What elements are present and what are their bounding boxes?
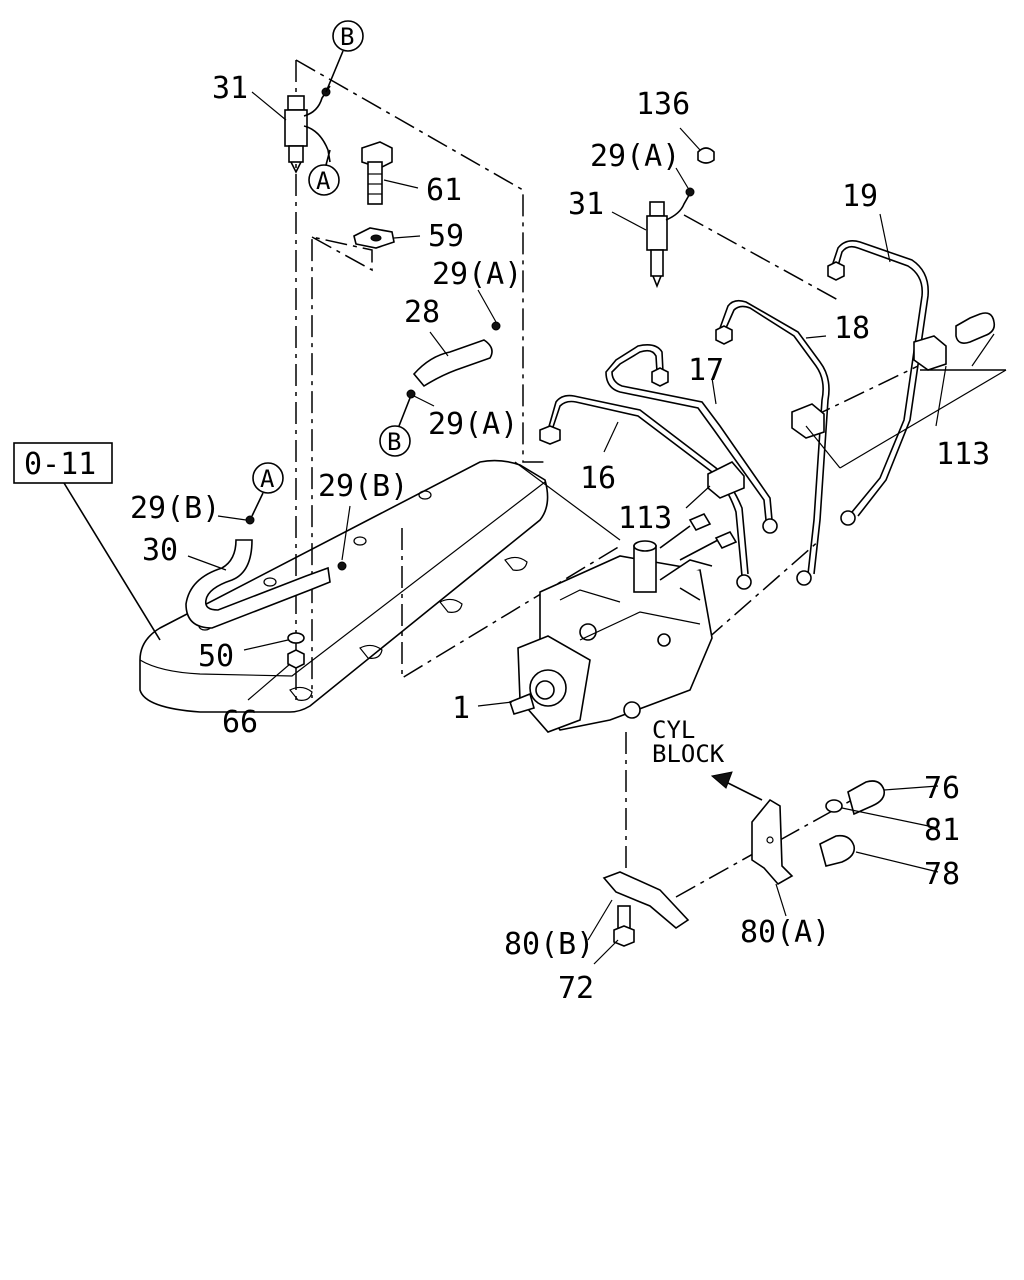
label-19: 19 — [842, 179, 878, 214]
label-66: 66 — [222, 705, 258, 740]
label-31-right: 31 — [568, 187, 604, 222]
cyl-block-direction: CYL BLOCK — [652, 716, 763, 801]
injector-nozzle-left — [284, 85, 331, 174]
bolt-72 — [613, 905, 635, 947]
washer-81 — [825, 799, 843, 813]
label-29a-hose-bottom: 29(A) — [428, 407, 518, 442]
label-80a: 80(A) — [740, 915, 830, 950]
connector-a-top: A — [316, 167, 331, 195]
connector-b-hose: B — [387, 428, 401, 456]
injection-pump — [509, 512, 738, 733]
label-80b: 80(B) — [504, 927, 594, 962]
label-76: 76 — [924, 771, 960, 806]
label-113-mid: 113 — [618, 501, 672, 536]
injection-pipes — [539, 240, 929, 590]
label-29b-mid: 29(B) — [318, 469, 408, 504]
leak-off-hose-28 — [406, 321, 501, 399]
label-61: 61 — [426, 173, 462, 208]
reference-box-label: 0-11 — [24, 447, 96, 482]
clamp-59 — [353, 227, 395, 249]
assembly-lines — [295, 59, 919, 898]
label-29a-right: 29(A) — [590, 139, 680, 174]
label-136: 136 — [636, 87, 690, 122]
label-1: 1 — [452, 691, 470, 726]
label-113-right: 113 — [936, 437, 990, 472]
connector-markers: B A B A — [251, 20, 411, 517]
pump-bracket-80b — [602, 871, 690, 929]
bolt-78 — [819, 834, 856, 867]
label-29a-hose-top: 29(A) — [432, 257, 522, 292]
label-28: 28 — [404, 295, 440, 330]
connector-a-leak: A — [260, 465, 275, 493]
label-16: 16 — [580, 461, 616, 496]
label-17: 17 — [688, 353, 724, 388]
bolt-76 — [847, 780, 886, 816]
label-18: 18 — [834, 311, 870, 346]
leader-lines — [187, 91, 1007, 965]
callout-labels: 31 61 59 29(A) 28 29(A) 136 29(A) 31 19 … — [130, 71, 990, 1006]
label-81: 81 — [924, 813, 960, 848]
leak-off-hose-30 — [185, 515, 347, 669]
reference-box: 0-11 — [13, 442, 161, 641]
label-78: 78 — [924, 857, 960, 892]
label-31-left: 31 — [212, 71, 248, 106]
pump-bracket-80a — [751, 798, 794, 886]
injector-nozzle-right — [646, 147, 715, 289]
label-72: 72 — [558, 971, 594, 1006]
cyl-label: CYL — [652, 716, 695, 744]
label-59: 59 — [428, 219, 464, 254]
block-label: BLOCK — [652, 740, 725, 768]
label-29b-left: 29(B) — [130, 491, 220, 526]
connector-b-top: B — [340, 23, 354, 51]
label-50: 50 — [198, 639, 234, 674]
label-30: 30 — [142, 533, 178, 568]
bolt-61 — [361, 141, 393, 205]
